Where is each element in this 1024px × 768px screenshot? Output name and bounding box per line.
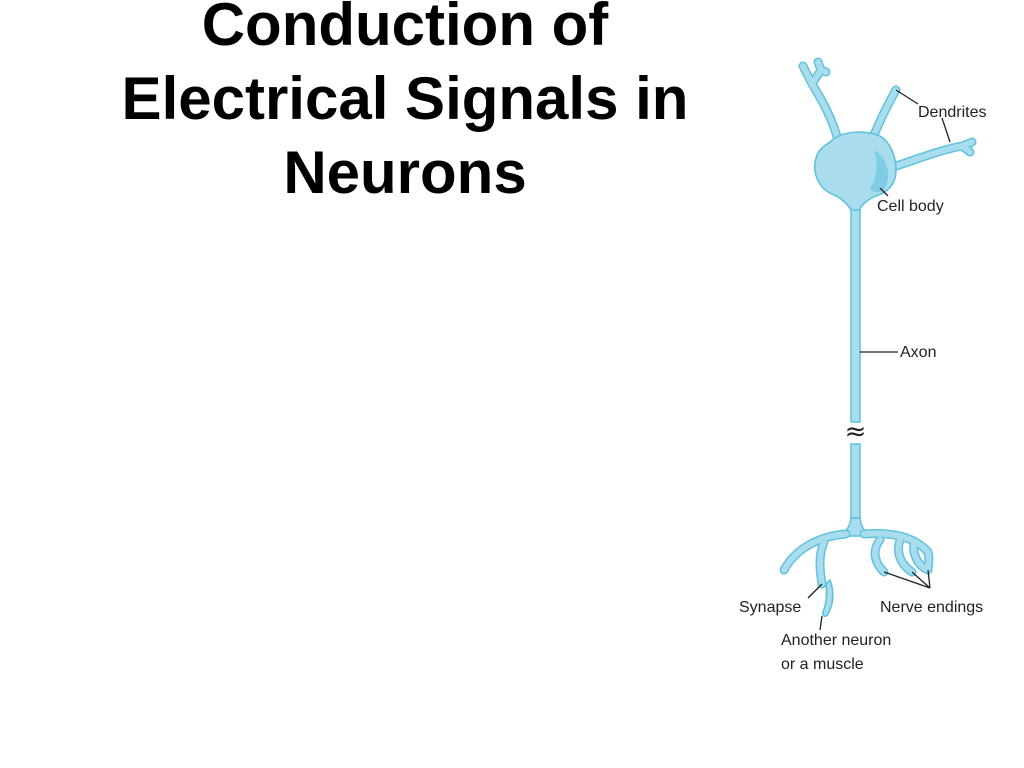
label-axon: Axon [900, 344, 936, 361]
axon-break-mark: ≈ [845, 417, 867, 447]
leader-lines [807, 89, 951, 631]
label-target-line-2: or a muscle [781, 656, 864, 673]
title-line-3: Neurons [283, 139, 527, 206]
axon-terminals [779, 529, 934, 589]
slide-title: Conduction of Electrical Signals in Neur… [60, 0, 750, 210]
cell-body-shade [870, 150, 889, 193]
label-dendrites: Dendrites [918, 104, 986, 121]
title-line-1: Conduction of [201, 0, 609, 58]
label-target-line-1: Another neuron [781, 632, 891, 649]
axon-shape [837, 209, 873, 537]
title-line-2: Electrical Signals in [121, 65, 689, 132]
target-cell-shape [822, 579, 834, 617]
label-nerve-endings: Nerve endings [880, 599, 983, 616]
label-cell-body: Cell body [877, 198, 944, 215]
label-synapse: Synapse [739, 599, 801, 616]
